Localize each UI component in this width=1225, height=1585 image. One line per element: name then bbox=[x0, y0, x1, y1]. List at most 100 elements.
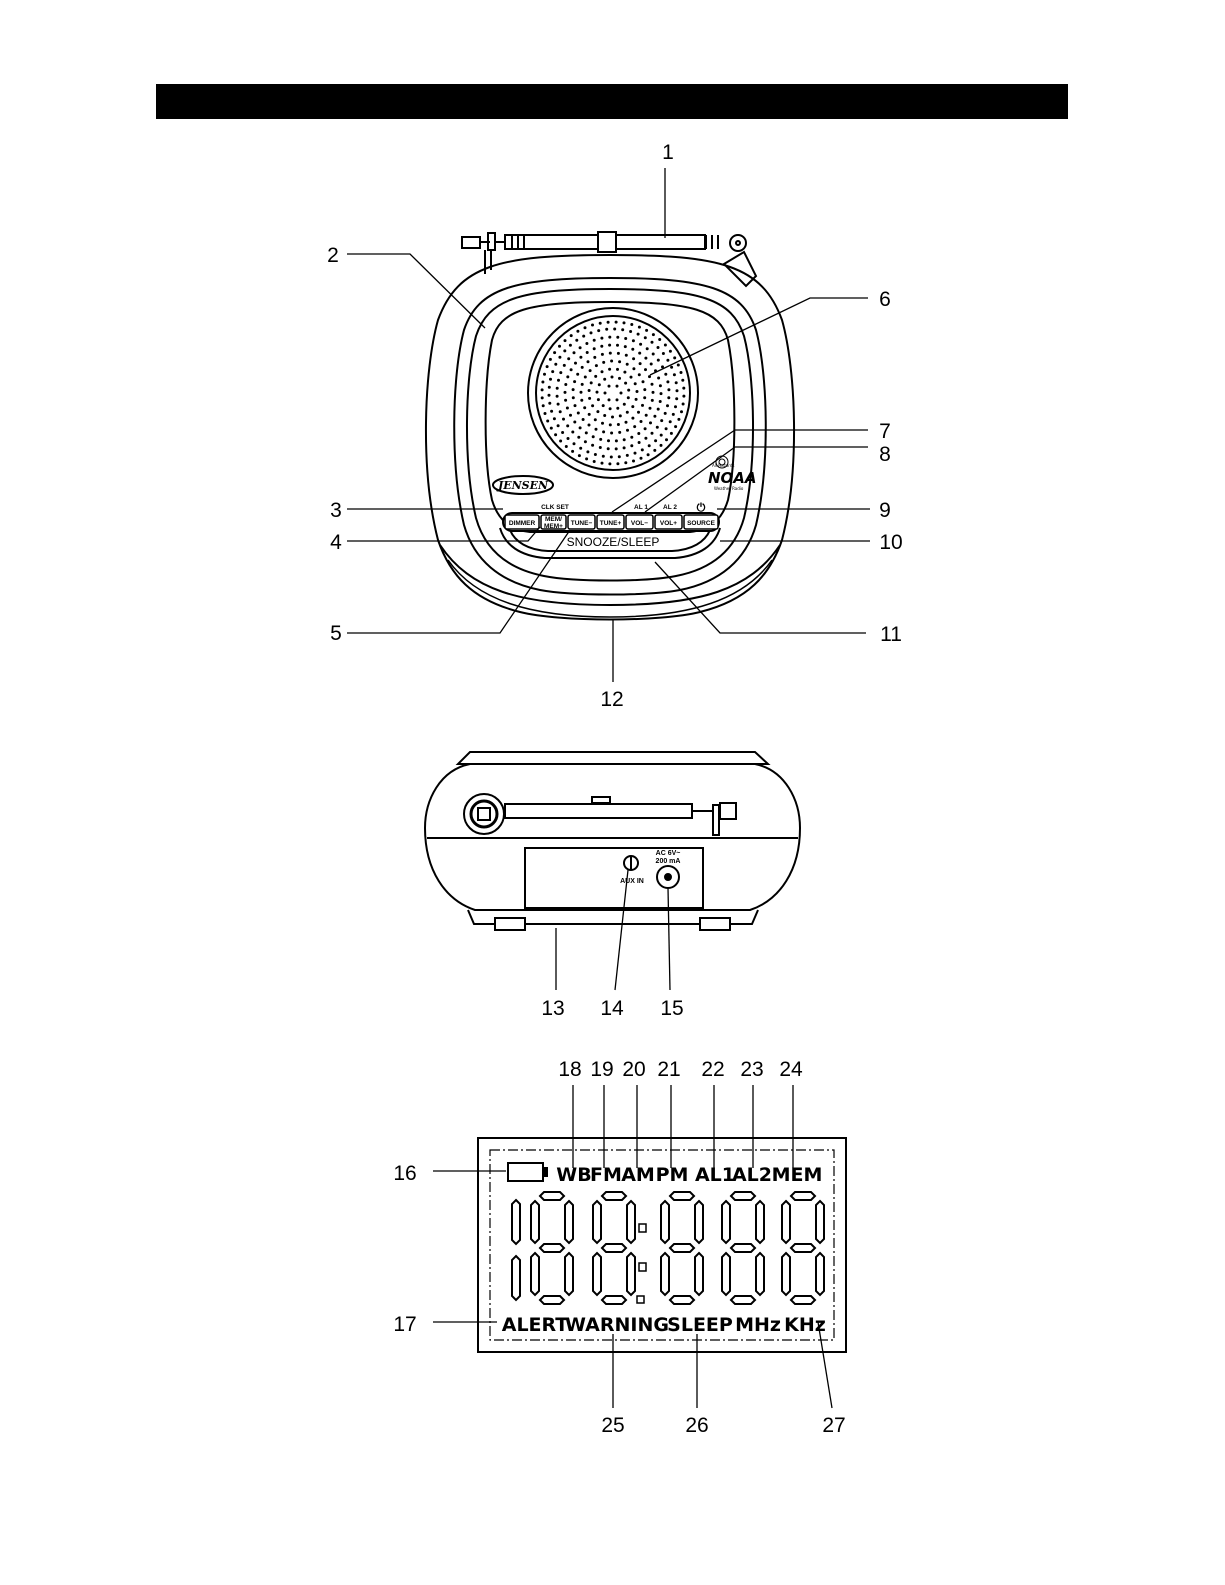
speaker-hole bbox=[670, 366, 673, 369]
front-callout-numbers: 1 2 3 4 5 6 7 8 9 10 11 12 bbox=[327, 141, 903, 711]
speaker-hole bbox=[660, 392, 663, 395]
speaker-hole bbox=[566, 407, 569, 410]
speaker-hole bbox=[573, 380, 576, 383]
speaker-hole bbox=[680, 410, 683, 413]
speaker-hole bbox=[597, 329, 600, 332]
speaker-hole bbox=[637, 432, 640, 435]
speaker-hole bbox=[632, 357, 635, 360]
callout-20: 20 bbox=[622, 1058, 645, 1081]
clk-set-label: CLK SET bbox=[541, 504, 569, 511]
speaker-hole bbox=[571, 450, 574, 453]
speaker-hole bbox=[654, 439, 657, 442]
callout-8: 8 bbox=[879, 443, 891, 466]
speaker-hole bbox=[616, 462, 619, 465]
speaker-hole bbox=[546, 365, 549, 368]
speaker-hole bbox=[599, 438, 602, 441]
lcd-segment bbox=[627, 1253, 635, 1295]
speaker-hole bbox=[594, 418, 597, 421]
speaker-hole bbox=[640, 420, 643, 423]
lcd-segment bbox=[661, 1253, 669, 1295]
speaker-hole bbox=[660, 444, 663, 447]
speaker-hole bbox=[549, 378, 552, 381]
speaker-hole bbox=[623, 321, 626, 324]
jensen-logo: JENSEN bbox=[493, 476, 553, 494]
speaker-hole bbox=[598, 383, 601, 386]
speaker-hole bbox=[561, 431, 564, 434]
speaker-hole bbox=[569, 414, 572, 417]
speaker-hole bbox=[682, 387, 685, 390]
speaker-hole bbox=[681, 379, 684, 382]
speaker-hole bbox=[564, 399, 567, 402]
speaker-hole bbox=[630, 436, 633, 439]
svg-text:JENSEN: JENSEN bbox=[496, 479, 549, 492]
speaker-hole bbox=[608, 398, 611, 401]
lcd-callout-leaders bbox=[433, 1085, 832, 1408]
speaker-hole bbox=[611, 376, 614, 379]
lcd-segment bbox=[512, 1200, 520, 1244]
speaker-hole bbox=[648, 375, 651, 378]
speaker-hole bbox=[570, 368, 573, 371]
speaker-hole bbox=[597, 398, 600, 401]
speaker-hole bbox=[666, 404, 669, 407]
speaker-hole bbox=[556, 387, 559, 390]
mem-button-label: MEM/ bbox=[545, 516, 562, 523]
speaker-hole bbox=[593, 339, 596, 342]
lcd-alert-indicator: ALERT bbox=[502, 1314, 569, 1336]
speaker-hole bbox=[609, 407, 612, 410]
callout-26: 26 bbox=[685, 1414, 708, 1437]
callout-24: 24 bbox=[779, 1058, 803, 1081]
speaker-hole bbox=[573, 421, 576, 424]
lcd-al2-indicator: AL2 bbox=[732, 1164, 772, 1186]
power-rating-label-2: 200 mA bbox=[656, 858, 681, 865]
speaker-hole bbox=[578, 454, 581, 457]
lcd-segment bbox=[670, 1192, 694, 1200]
lcd-segment bbox=[791, 1244, 815, 1252]
speaker-hole bbox=[626, 429, 629, 432]
speaker-hole bbox=[615, 321, 618, 324]
callout-2: 2 bbox=[327, 244, 339, 267]
speaker-hole bbox=[630, 376, 633, 379]
speaker-hole bbox=[572, 396, 575, 399]
speaker-hole bbox=[618, 377, 621, 380]
speaker-hole bbox=[615, 439, 618, 442]
speaker-hole bbox=[546, 420, 549, 423]
speaker-hole bbox=[558, 356, 561, 359]
speaker-hole bbox=[641, 448, 644, 451]
mem-button-label: MEM+ bbox=[544, 523, 563, 530]
snooze-sleep-label: SNOOZE/SLEEP bbox=[567, 535, 660, 549]
speaker-hole bbox=[651, 432, 654, 435]
lcd-top-indicators: WB FM AM PM AL1 AL2 MEM bbox=[556, 1164, 822, 1186]
speaker-hole bbox=[558, 345, 561, 348]
speaker-hole bbox=[548, 386, 551, 389]
rear-jack-panel bbox=[525, 848, 703, 908]
speaker-hole bbox=[584, 440, 587, 443]
speaker-hole bbox=[559, 440, 562, 443]
speaker-hole bbox=[601, 422, 604, 425]
speaker-hole bbox=[651, 341, 654, 344]
speaker-hole bbox=[627, 389, 630, 392]
speaker-hole bbox=[627, 396, 630, 399]
speaker-hole bbox=[674, 405, 677, 408]
speaker-hole bbox=[631, 405, 634, 408]
speaker-hole bbox=[677, 418, 680, 421]
speaker-hole bbox=[579, 447, 582, 450]
lcd-segment bbox=[602, 1192, 626, 1200]
speaker-hole bbox=[618, 360, 621, 363]
speaker-hole bbox=[643, 388, 646, 391]
callout-15: 15 bbox=[660, 997, 683, 1020]
speaker-hole bbox=[548, 402, 551, 405]
lcd-segment bbox=[531, 1253, 539, 1295]
speaker-hole bbox=[601, 353, 604, 356]
lcd-segment bbox=[670, 1296, 694, 1304]
speaker-hole bbox=[591, 404, 594, 407]
speaker-hole bbox=[557, 403, 560, 406]
lcd-segment bbox=[722, 1201, 730, 1243]
speaker-hole bbox=[585, 431, 588, 434]
lcd-segment bbox=[756, 1201, 764, 1243]
speaker-hole bbox=[557, 424, 560, 427]
speaker-hole bbox=[604, 392, 607, 395]
lcd-pm-indicator: PM bbox=[656, 1164, 689, 1186]
source-button-label: SOURCE bbox=[687, 520, 715, 527]
speaker-hole bbox=[623, 403, 626, 406]
speaker-hole bbox=[644, 427, 647, 430]
